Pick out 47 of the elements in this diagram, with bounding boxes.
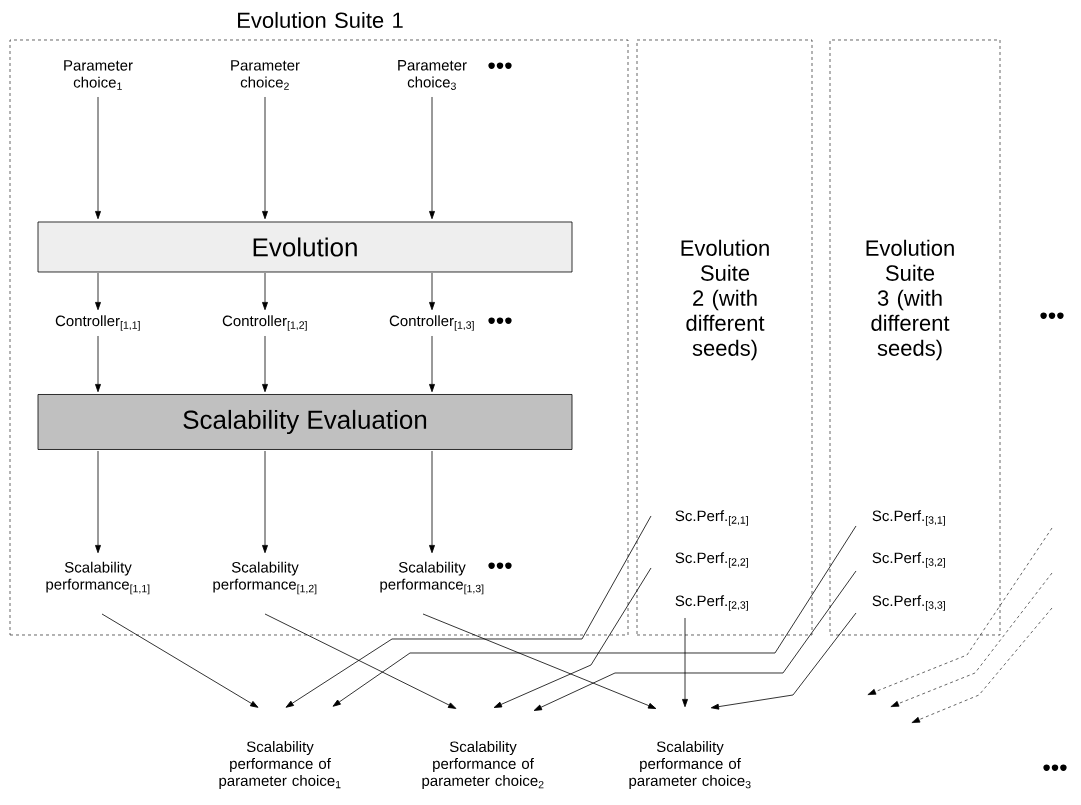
arrow	[262, 96, 268, 220]
arrow	[682, 617, 688, 708]
arrow	[493, 567, 652, 708]
arrow	[285, 515, 652, 708]
text-label: Scalability performance$_{[1,1]}$	[46, 561, 150, 595]
arrow	[264, 613, 457, 709]
text-label: Scalability performance$_{[1,3]}$	[380, 561, 484, 595]
process-bar: Scalability Evaluation	[37, 394, 573, 450]
arrow	[95, 450, 101, 554]
text-label: Sc.Perf.$_{[3,1]}$	[872, 510, 945, 526]
ellipsis: •••	[488, 62, 512, 69]
arrow	[429, 335, 435, 393]
arrow	[95, 335, 101, 393]
text-label: Controller$_{[1,3]}$	[389, 315, 474, 331]
text-label: Scalability performance of parameter choice$_{2}$	[422, 741, 544, 789]
text-label: Sc.Perf.$_{[3,2]}$	[872, 552, 945, 568]
node-label: Evolution Suite 1	[238, 11, 403, 29]
arrow	[429, 450, 435, 554]
text-label: Sc.Perf.$_{[2,1]}$	[675, 510, 748, 526]
text-label: Sc.Perf.$_{[3,3]}$	[872, 595, 945, 611]
ellipsis: •••	[488, 317, 512, 324]
text-label: Controller$_{[1,1]}$	[55, 315, 140, 331]
text-label: Parameter choice$_{3}$	[398, 60, 467, 90]
arrow	[710, 612, 857, 710]
process-bar: Evolution	[37, 221, 573, 273]
ellipsis: •••	[1040, 312, 1064, 319]
text-label: Sc.Perf.$_{[2,3]}$	[675, 595, 748, 611]
arrow	[95, 272, 101, 311]
text-label: Scalability performance of parameter choice$_{1}$	[219, 741, 341, 789]
arrow	[262, 335, 268, 393]
arrow	[422, 613, 657, 709]
arrow	[332, 525, 857, 707]
arrow	[95, 96, 101, 220]
arrow	[262, 450, 268, 554]
text-label: Sc.Perf.$_{[2,2]}$	[675, 552, 748, 568]
text-label: Parameter choice$_{2}$	[231, 60, 300, 90]
text-label: Parameter choice$_{1}$	[64, 60, 133, 90]
arrow	[533, 570, 857, 711]
text-label: Controller$_{[1,2]}$	[222, 315, 307, 331]
arrow	[262, 272, 268, 311]
ellipsis: •••	[488, 562, 512, 569]
text-label: Scalability performance$_{[1,2]}$	[213, 561, 317, 595]
arrow	[429, 96, 435, 220]
ellipsis: •••	[1043, 764, 1067, 771]
text-label: Scalability performance of parameter choice$_{3}$	[629, 741, 751, 789]
arrow	[429, 272, 435, 311]
arrow	[101, 613, 259, 708]
